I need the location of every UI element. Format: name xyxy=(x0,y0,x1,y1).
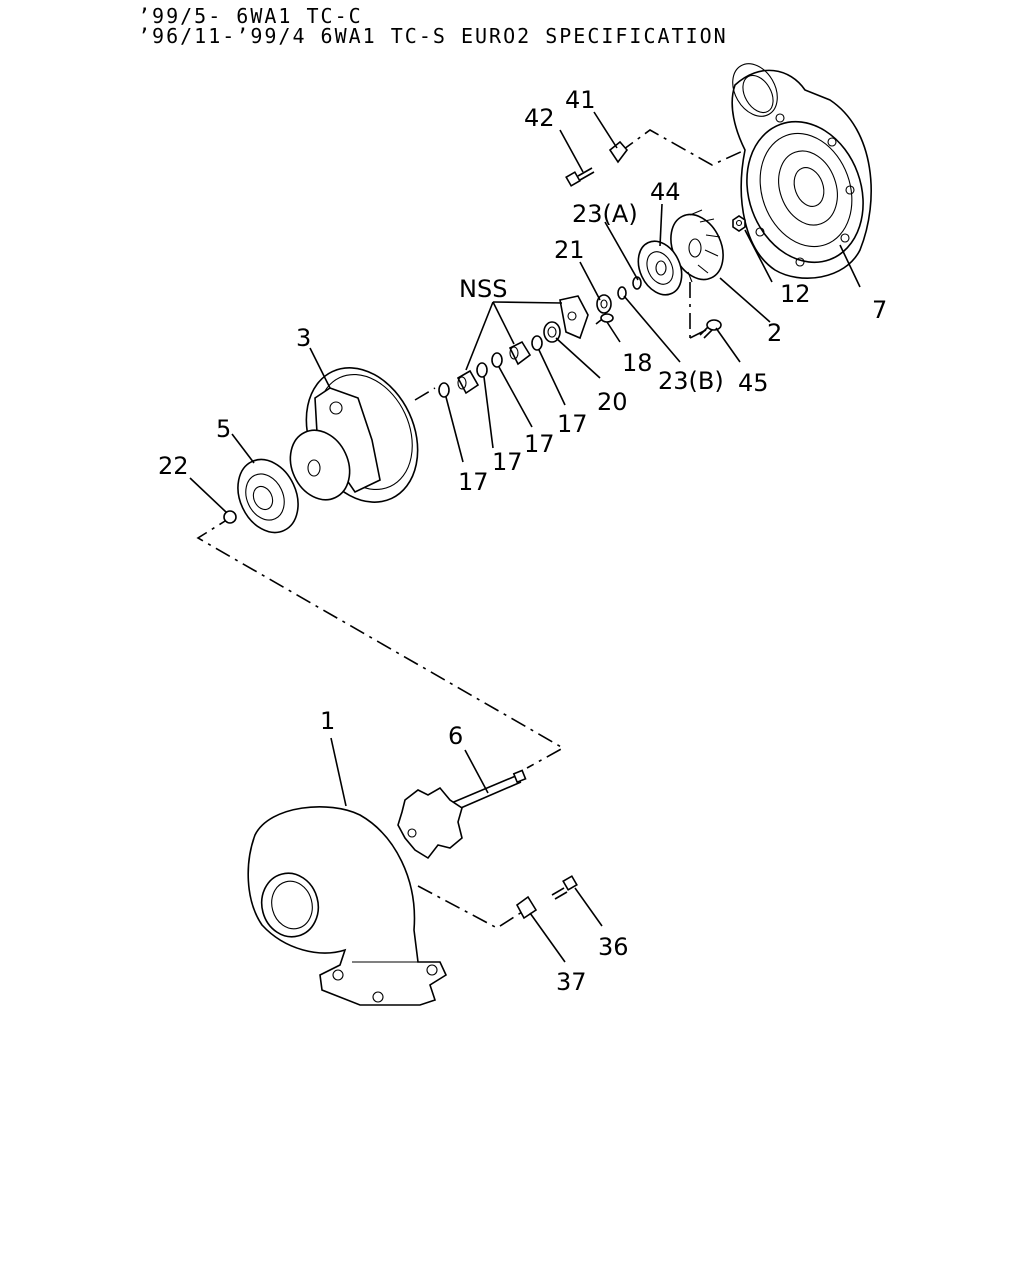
callout-36: 36 xyxy=(598,933,629,961)
callout-nss: NSS xyxy=(459,275,507,303)
compressor-housing xyxy=(731,63,872,279)
centerline-upper xyxy=(619,129,746,166)
callout-5: 5 xyxy=(216,415,231,443)
compressor-wheel xyxy=(670,209,724,283)
callout-21: 21 xyxy=(554,236,585,264)
callout-17-d: 17 xyxy=(458,468,489,496)
callout-23a: 23(A) xyxy=(572,200,638,228)
callout-1: 1 xyxy=(320,707,335,735)
callout-6: 6 xyxy=(448,722,463,750)
callout-41: 41 xyxy=(565,86,596,114)
seal-plate xyxy=(637,240,683,296)
callout-23b: 23(B) xyxy=(658,367,724,395)
centerline-shaft xyxy=(414,387,436,401)
callout-3: 3 xyxy=(296,324,311,352)
callout-44: 44 xyxy=(650,178,681,206)
callout-7: 7 xyxy=(872,296,887,324)
callout-42: 42 xyxy=(524,104,555,132)
leader-lines xyxy=(189,111,861,963)
bearing-housing xyxy=(289,367,419,503)
lock-plate-and-bolt xyxy=(515,875,578,920)
callout-20: 20 xyxy=(597,388,628,416)
callout-17-c: 17 xyxy=(492,448,523,476)
callout-2: 2 xyxy=(767,319,782,347)
centerline-main xyxy=(196,515,565,769)
callout-18: 18 xyxy=(622,349,653,377)
callout-12: 12 xyxy=(780,280,811,308)
callout-37: 37 xyxy=(556,968,587,996)
o-ring-22 xyxy=(223,510,237,524)
callout-22: 22 xyxy=(158,452,189,480)
callout-45: 45 xyxy=(738,369,769,397)
header-line-2: ’96/11-’99/4 6WA1 TC-S EURO2 SPECIFICATI… xyxy=(138,24,728,48)
header-line-1: ’99/5- 6WA1 TC-C xyxy=(138,4,363,28)
callout-17-a: 17 xyxy=(557,410,588,438)
centerline-lower xyxy=(417,885,523,929)
turbine-shaft-wheel xyxy=(397,769,527,860)
callout-17-b: 17 xyxy=(524,430,555,458)
turbine-housing xyxy=(247,806,448,1006)
